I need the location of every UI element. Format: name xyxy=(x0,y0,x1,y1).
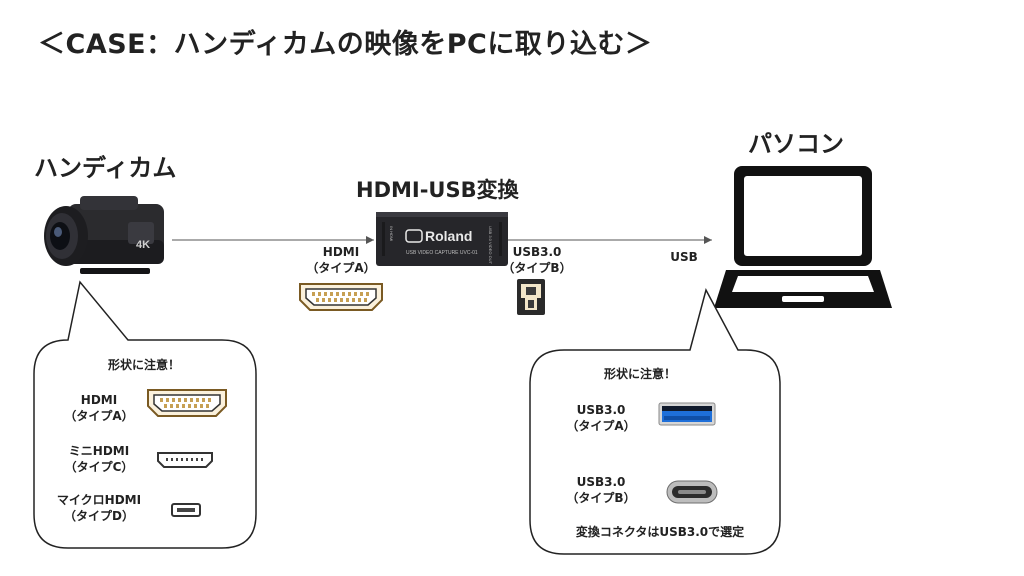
left-item-hdmi-a-line2: （タイプA） xyxy=(64,409,134,423)
usb-pc-label: USB xyxy=(670,250,698,264)
page-title: ＜CASE：ハンディカムの映像をPCに取り込む＞ xyxy=(38,29,653,60)
usb3-typea-port-icon xyxy=(658,402,716,426)
usb3-label-line2: （タイプB） xyxy=(502,261,572,275)
right-bubble-note: 変換コネクタはUSB3.0で選定 xyxy=(575,525,745,539)
right-bubble-heading: 形状に注意！ xyxy=(603,367,676,381)
hdmi-label-line2: （タイプA） xyxy=(306,261,376,275)
converter-model: USB VIDEO CAPTURE UVC-01 xyxy=(406,250,478,256)
right-item-usb3-b: USB3.0 （タイプB） xyxy=(556,474,646,506)
camera-label: ハンディカム xyxy=(34,154,177,182)
left-item-micro-hdmi-line1: マイクロHDMI xyxy=(56,493,142,507)
usb-port-pill-icon xyxy=(666,480,718,504)
mini-hdmi-typec-icon xyxy=(157,452,213,468)
hdmi-typea-connector-icon xyxy=(299,283,383,311)
left-item-hdmi-a: HDMI （タイプA） xyxy=(54,392,144,424)
left-item-mini-hdmi-line2: （タイプC） xyxy=(64,460,134,474)
hdmi-arrowhead xyxy=(366,236,374,244)
converter-side-left: IN HDMI xyxy=(389,226,394,241)
laptop-icon xyxy=(714,166,892,308)
usb-arrowhead xyxy=(704,236,712,244)
camcorder-icon: 4K xyxy=(44,196,164,274)
pc-label: パソコン xyxy=(748,130,844,158)
converter-side-right: USB 3.0 VIDEO OUT xyxy=(488,226,493,265)
left-bubble-heading: 形状に注意！ xyxy=(107,358,180,372)
right-item-usb3-b-line1: USB3.0 xyxy=(576,475,626,489)
right-item-usb3-a-line1: USB3.0 xyxy=(576,403,626,417)
right-item-usb3-b-line2: （タイプB） xyxy=(566,491,636,505)
converter-device-icon: Roland USB VIDEO CAPTURE UVC-01 IN HDMI … xyxy=(376,212,508,266)
usb3-typeb-connector-icon xyxy=(517,279,545,315)
left-item-mini-hdmi-line1: ミニHDMI xyxy=(68,444,130,458)
camcorder-badge: 4K xyxy=(136,239,150,251)
right-item-usb3-a-line2: （タイプA） xyxy=(566,419,636,433)
left-item-mini-hdmi: ミニHDMI （タイプC） xyxy=(54,443,144,475)
usb3-label-line1: USB3.0 xyxy=(512,245,562,259)
right-item-usb3-a: USB3.0 （タイプA） xyxy=(556,402,646,434)
hdmi-label-line1: HDMI xyxy=(322,245,360,259)
hdmi-typea-icon xyxy=(147,389,227,417)
converter-brand: Roland xyxy=(425,228,472,244)
usb3-typeb-label: USB3.0 （タイプB） xyxy=(502,244,572,276)
hdmi-label: HDMI （タイプA） xyxy=(306,244,376,276)
micro-hdmi-typed-icon xyxy=(171,503,201,517)
left-item-hdmi-a-line1: HDMI xyxy=(80,393,118,407)
left-item-micro-hdmi-line2: （タイプD） xyxy=(64,509,134,523)
converter-label: HDMI-USB変換 xyxy=(356,178,519,202)
left-item-micro-hdmi: マイクロHDMI （タイプD） xyxy=(44,492,154,524)
